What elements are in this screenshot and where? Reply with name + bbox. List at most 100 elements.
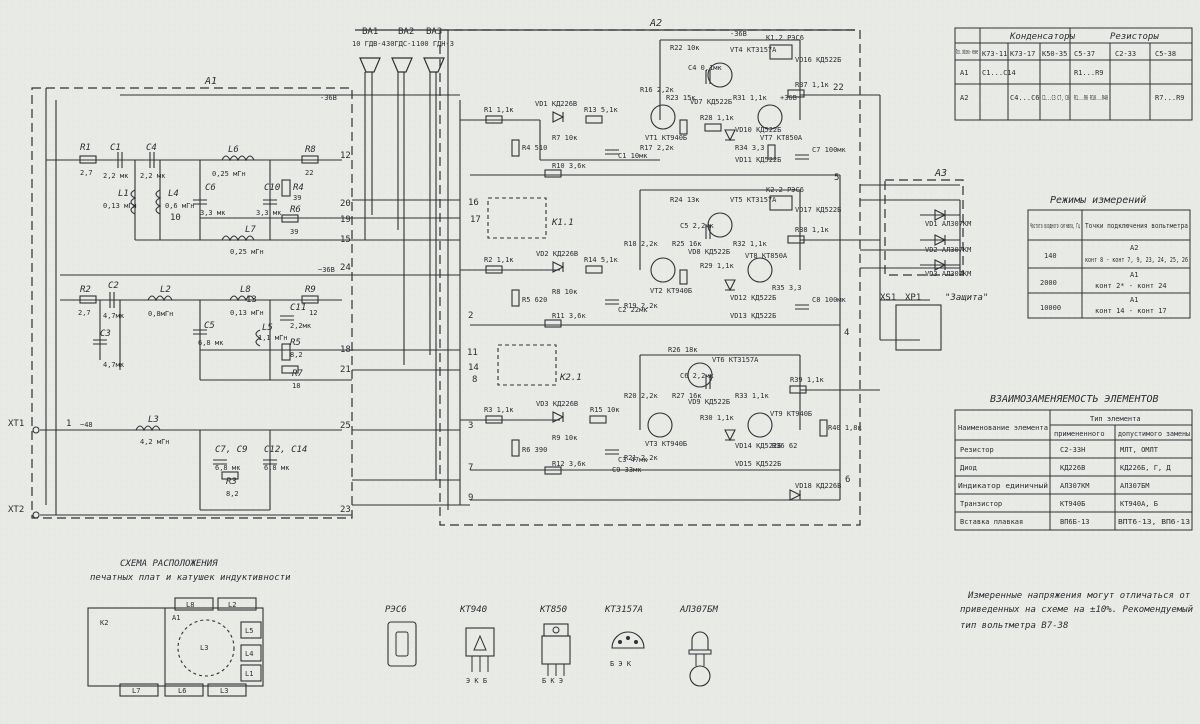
board-layout-label: L6: [178, 687, 186, 695]
relay-k11-label: K1.1: [551, 218, 574, 228]
board-layout-subtitle: печатных плат и катушек индуктивности: [90, 573, 291, 583]
a1-capacitor-label: C11: [290, 303, 306, 313]
a1-resistor-value: 2,7: [80, 169, 93, 177]
a2-diode-label: VD16 КД522Б: [795, 56, 841, 64]
speaker-icon: [391, 57, 413, 73]
a2-resistor-label: R40 1,8к: [828, 424, 863, 432]
pinout-kt3157a: КТ3157А Б Э К: [604, 605, 645, 668]
interchange-table-col-applied: примененного: [1054, 430, 1105, 438]
a2-resistor-label: R28 1,1к: [700, 114, 735, 122]
a2-transistor-label: VT8 КТ850А: [745, 252, 788, 260]
speaker-ba3-ref: BA3: [426, 27, 442, 37]
a2-resistor-label: R14 5,1к: [584, 256, 619, 264]
a1-capacitor-label: C6: [205, 183, 216, 193]
a1-capacitor-value: 6,8 мк: [215, 464, 241, 472]
modes-table-sub: А1: [1130, 296, 1138, 304]
components-table-type: К73-11: [982, 50, 1007, 58]
pin-number: 24: [340, 263, 351, 273]
interchange-row-applied: С2-33Н: [1060, 446, 1085, 454]
components-table-type: К73-17: [1010, 50, 1035, 58]
block-a1-frame: [31, 87, 353, 519]
components-table-cell: С1...С14: [982, 69, 1016, 77]
components-table-cap-header: Конденсаторы: [1009, 32, 1076, 42]
a2-diode-label: VD1 КД226В: [535, 100, 577, 108]
a1-resistor-value: 39: [293, 194, 301, 202]
board-layout-label: К2: [100, 619, 108, 627]
connectors: XT1 XT2 XS1 XP1 "Защита": [8, 293, 988, 515]
a2-diode-label: VD2 КД226В: [536, 250, 578, 258]
a2-resistor-label: R38 1,1к: [795, 226, 830, 234]
a1-resistor-label: R3: [226, 477, 237, 487]
pinout-al307bm: АЛ307БМ: [679, 605, 719, 687]
pin-number: 20: [340, 199, 351, 209]
components-table: Поз. обозна- чение Конденсаторы Резистор…: [954, 27, 1193, 121]
a2-resistor-label: R11 3,6к: [552, 312, 587, 320]
a1-resistor-label: R5: [290, 338, 301, 348]
a2-resistor-label: R35 3,3: [772, 284, 802, 292]
a1-inductor-label: L4: [168, 189, 179, 199]
pin-number: 3: [468, 421, 473, 431]
modes-table-sub: А1: [1130, 271, 1138, 279]
a1-inductor-value: 0,25 мГн: [230, 248, 264, 256]
pinout-name: КТ3157А: [604, 605, 643, 615]
components-table-type: С2-33: [1115, 50, 1136, 58]
a2-transistor-label: VT2 КТ940Б: [650, 287, 692, 295]
a2-resistor-label: R18 2,2к: [624, 240, 659, 248]
a2-capacitor-label: C6 2,2мк: [680, 372, 715, 380]
pinout-pins: Э К Б: [466, 677, 487, 685]
a1-capacitor-label: C5: [204, 321, 215, 331]
a2-resistor-label: R9 10к: [552, 434, 578, 442]
interchange-row-applied: ВП6Б-1З: [1060, 518, 1090, 526]
board-layout-label: L2: [228, 601, 236, 609]
a1-resistor-value: 2,7: [78, 309, 91, 317]
a2-resistor-label: R24 13к: [670, 196, 700, 204]
a1-capacitor-label: C4: [146, 143, 157, 153]
a2-diode-label: VD8 КД522Б: [688, 248, 730, 256]
board-layout: СХЕМА РАСПОЛОЖЕНИЯ печатных плат и катуш…: [87, 559, 291, 697]
speaker-ba3: BA3 100 ГДН-3: [416, 27, 454, 73]
a2-resistor-label: R33 1,1к: [735, 392, 770, 400]
note-line: тип вольтметра В7-38: [960, 621, 1068, 631]
a1-capacitor-value: 4,7мк: [103, 312, 125, 320]
a2-resistor-label: R36 62: [772, 442, 797, 450]
modes-table-freq: 2000: [1040, 279, 1057, 287]
a2-resistor-label: R27 16к: [672, 392, 702, 400]
a2-diode-label: VD7 КД522Б: [690, 98, 732, 106]
a2-voltage-label: +36В: [780, 94, 797, 102]
a1-capacitor-label: C2: [108, 281, 119, 291]
a2-capacitor-label: C8 100мк: [812, 296, 847, 304]
pin-number: 19: [340, 215, 351, 225]
interchange-row-name: Вставка плавкая: [960, 518, 1023, 526]
a2-resistor-label: R1 1,1к: [484, 106, 514, 114]
a2-diode-label: VD11 КД522Б: [735, 156, 781, 164]
note-line: Измеренные напряжения могут отличаться о…: [967, 591, 1191, 601]
a1-resistor-label: R4: [293, 183, 304, 193]
block-a2-label: A2: [649, 18, 662, 29]
interchange-table-col-allowed: допустимого замены: [1118, 430, 1190, 438]
speaker-ba1-model: 10 ГДВ-4: [352, 40, 386, 48]
a2-resistor-label: R8 10к: [552, 288, 578, 296]
a2-resistor-label: R30 1,1к: [700, 414, 735, 422]
modes-table-points: конт 2* - конт 24: [1095, 282, 1167, 290]
a1-resistor-label: R6: [290, 205, 301, 215]
components-table-res-header: Резисторы: [1110, 32, 1159, 42]
a1-capacitor-value: 3,3 мк: [200, 209, 226, 217]
interchange-row-allowed: МЛТ, ОМЛТ: [1120, 446, 1159, 454]
board-layout-label: L3: [200, 644, 208, 652]
a2-diode-label: VD18 КД226В: [795, 482, 841, 490]
a2-capacitor-label: C9 33мк: [612, 466, 642, 474]
a2-capacitor-label: C4 0,1мк: [688, 64, 723, 72]
a2-resistor-label: R4 510: [522, 144, 547, 152]
pinout-name: КТ940: [459, 605, 487, 615]
a2-resistor-label: R2 1,1к: [484, 256, 514, 264]
components-table-type: К50-35: [1042, 50, 1067, 58]
pin-number: 7: [468, 463, 473, 473]
xt2-label: XT2: [8, 505, 24, 515]
speaker-ba1-ref: BA1: [362, 27, 378, 37]
modes-table-freq: 10000: [1040, 304, 1061, 312]
a2-transistor-label: VT1 КТ940Б: [645, 134, 687, 142]
pin-numbers: 1 2 3 4 5 6 7 8 9 10 11 12 13 14 15 16 1…: [66, 83, 850, 515]
components-table-cell: R7...R9: [1155, 94, 1185, 102]
board-layout-label: L7: [132, 687, 140, 695]
speaker-ba2-model: 30ГДС-1: [386, 40, 416, 48]
